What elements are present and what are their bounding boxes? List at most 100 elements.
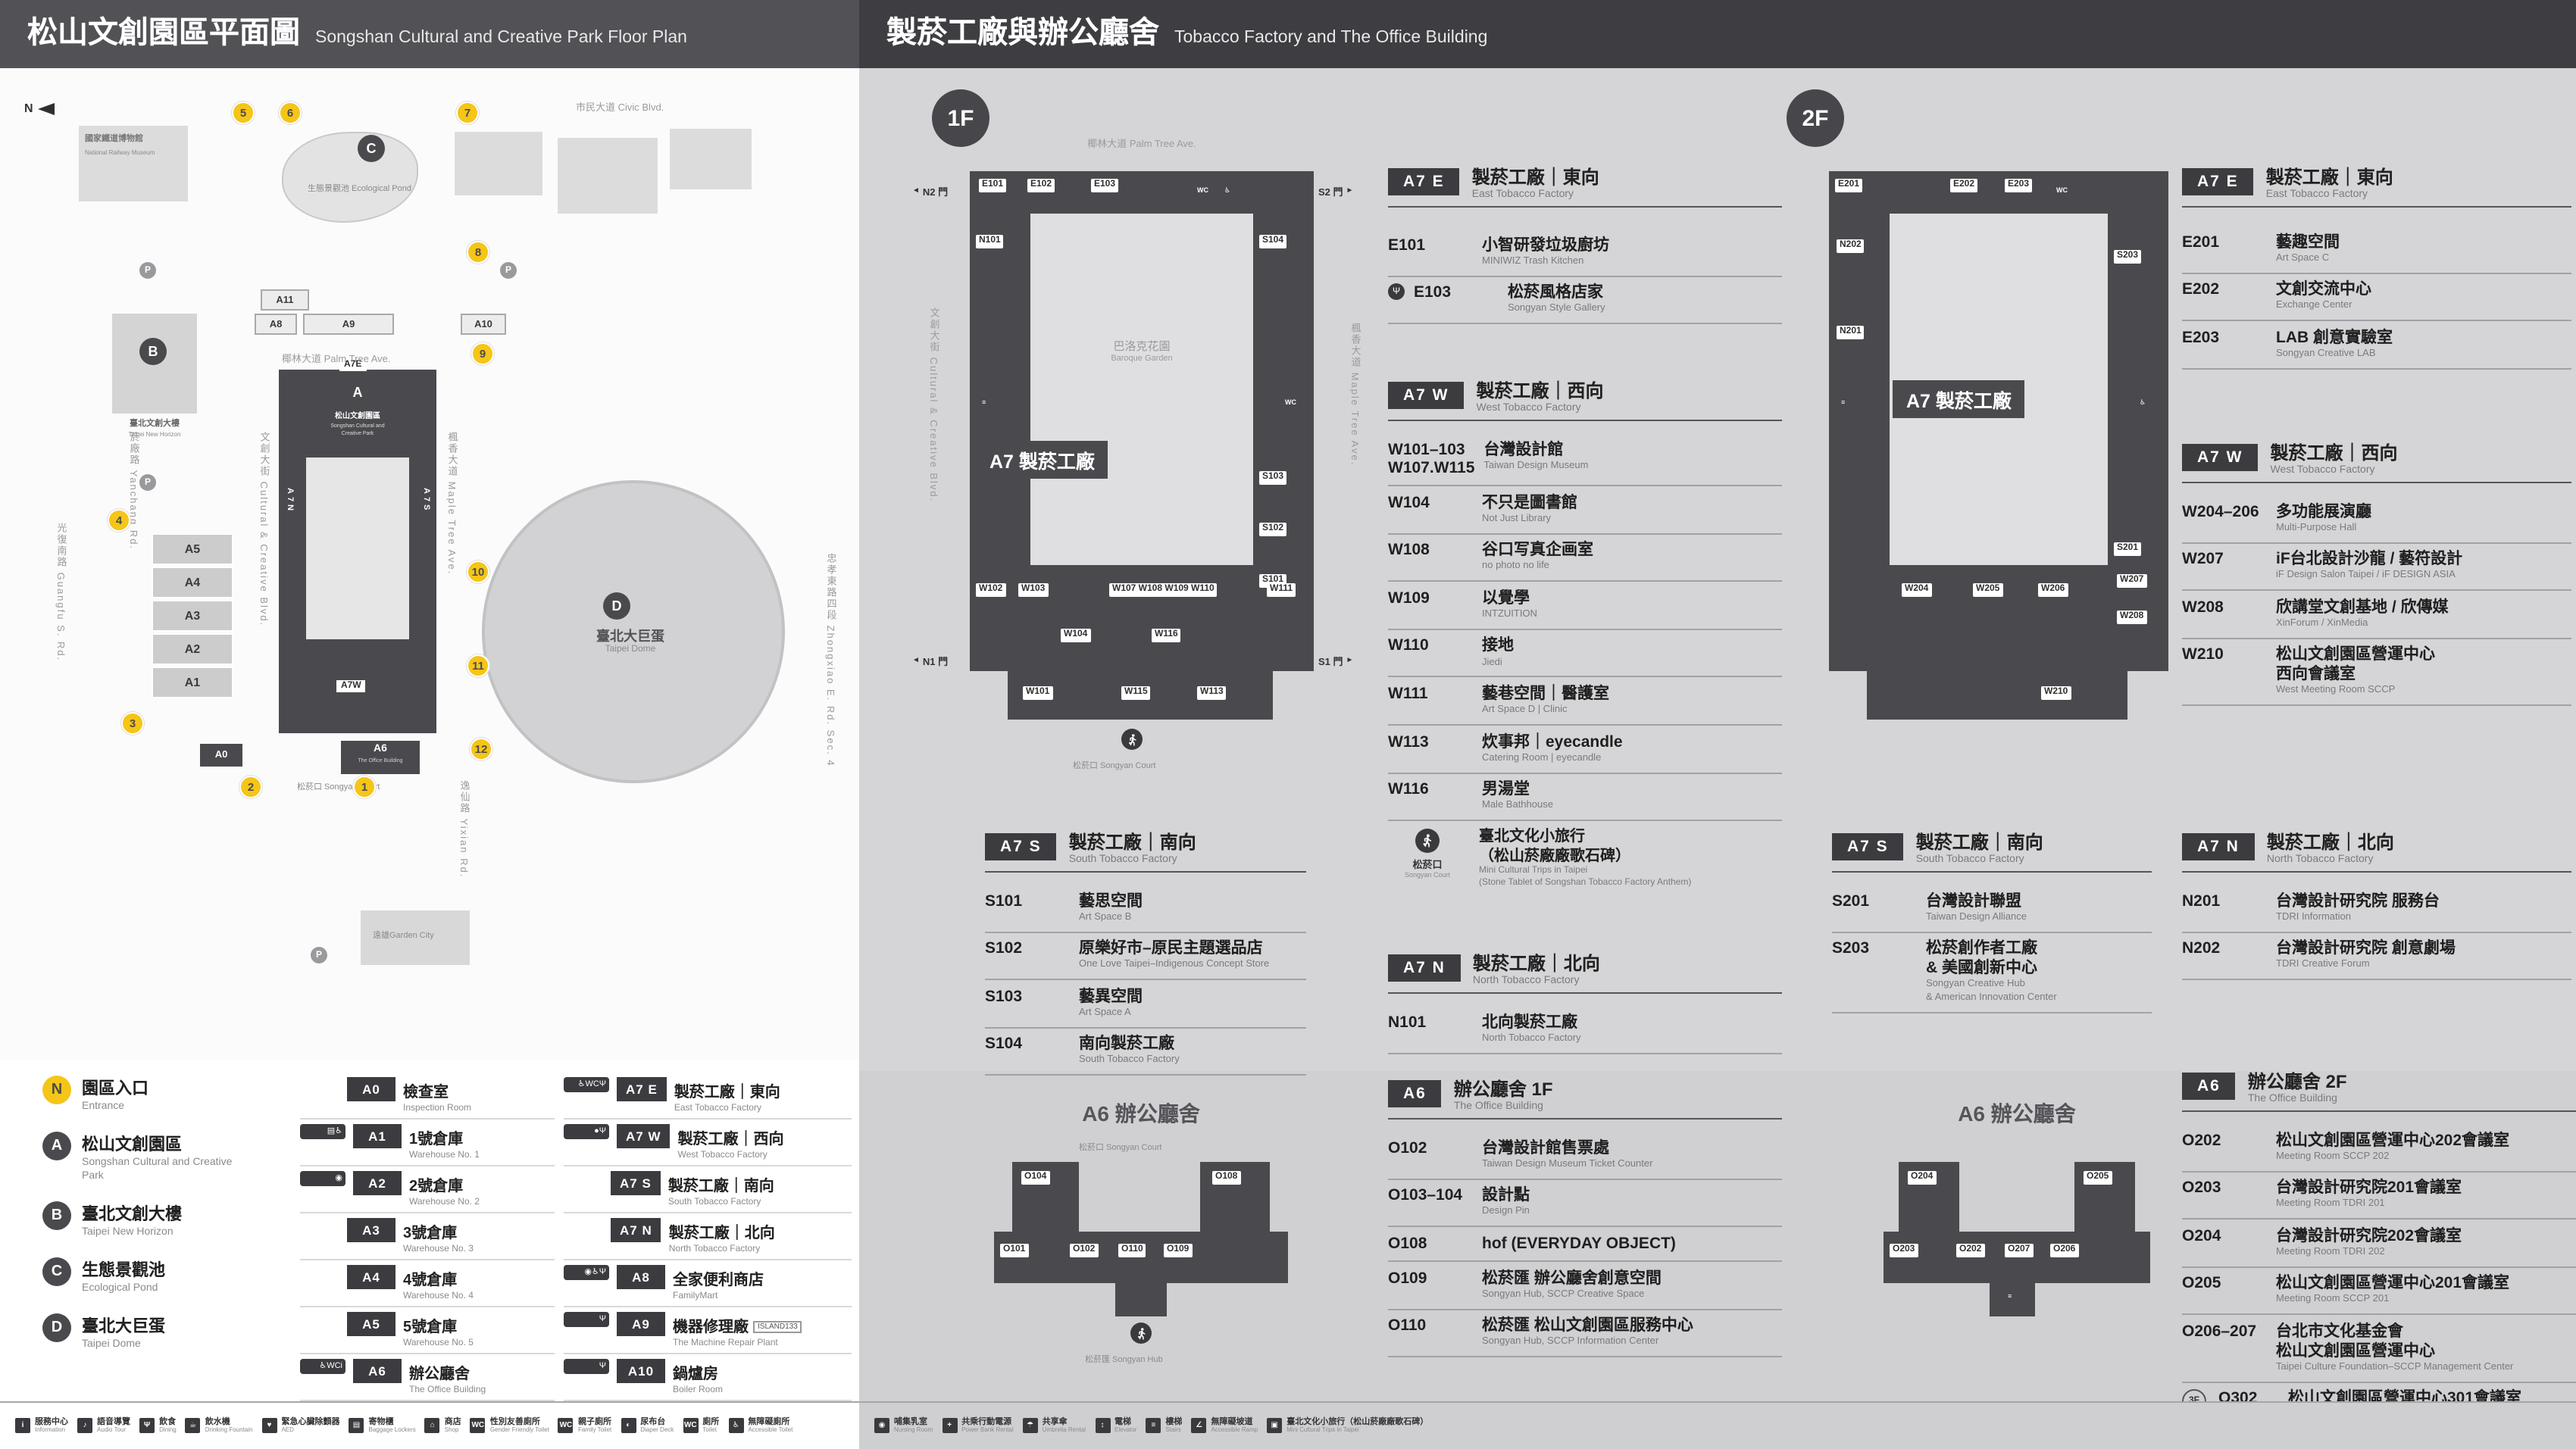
building-name-zh: 4號倉庫 [403,1273,458,1289]
left-title-en: Songshan Cultural and Creative Park Floo… [315,29,687,47]
amenity-item: WC 性別友善廁所 Gender Friendly Toilet [470,1417,549,1434]
building-name-zh: 機器修理廠 [673,1319,749,1336]
section-badge: A7 W [1388,382,1465,409]
gate-s1: S1 門► [1318,656,1354,668]
section-badge: A7 E [1388,168,1460,195]
building-code-badge: A5 [347,1312,395,1336]
amenity-item: WC 親子廁所 Family Toilet [558,1417,612,1434]
room-chip-s102: S102 [1259,523,1287,536]
room-code: O206–207 [2182,1322,2257,1341]
amenity-icon: i [15,1418,30,1434]
right-body: 1F 椰林大道 Palm Tree Ave. 巴洛克花園 Baroque Gar… [859,68,2576,1449]
room-code: W111 [1388,684,1428,703]
city-block [455,132,542,195]
entrance-5: 5 [232,101,255,124]
legend-zone-row: B 臺北文創大樓 Taipei New Horizon [42,1201,288,1240]
gate-n2: ◄N2 門 [912,186,949,198]
pedestrian-icon [1415,829,1440,853]
room-chip-w206: W206 [2038,583,2068,597]
building-name-zh: 1號倉庫 [409,1132,464,1148]
zone-name-en: Songshan Cultural and Creative Park [82,1157,233,1182]
legend-building-row: ●Ψ A7 W 製菸工廠｜西向 West Tobacco Factory [564,1120,852,1166]
room-chip-o202: O202 [1956,1244,1985,1257]
building-code-badge: A7 N [611,1218,661,1242]
office-1f-plan: A6 辦公廳舍 松菸口 Songyan Court O104 O108 O101… [985,1068,1297,1394]
room-chip-o108: O108 [1212,1171,1241,1185]
street-zhongxiao-rd: 忠孝東路四段 Zhongxiao E. Rd. Sec. 4 [824,553,835,767]
factory-1f-label: A7 製菸工廠 [976,441,1108,479]
parking-icon: P [311,947,327,963]
songyan-court-label: 松菸口 Songyan Court [1073,762,1156,771]
railway-museum-block: 國家鐵道博物館 National Railway Museum [79,126,188,201]
pedestrian-icon [1121,729,1143,750]
left-header: 松山文創園區平面圖 Songshan Cultural and Creative… [0,0,859,68]
parking-icon: P [139,262,156,279]
amenity-item: WC 廁所 Toilet [683,1417,720,1434]
room-chip-w208: W208 [2117,611,2147,624]
baroque-garden-label: 巴洛克花園 Baroque Garden [1111,339,1173,364]
room-chip-o110: O110 [1118,1244,1146,1257]
room-chip-w101: W101 [1023,686,1053,700]
room-chip-w102: W102 [976,583,1006,597]
room-code: W207 [2182,550,2224,569]
building-name-zh: 3號倉庫 [403,1226,458,1242]
entrance-6: 6 [279,101,302,124]
legend-zone-row: A 松山文創園區 Songshan Cultural and Creative … [42,1132,288,1183]
amenity-icon: ♥ [261,1418,277,1434]
street-civic-blvd: 市民大道 Civic Blvd. [576,103,664,114]
building-name-en: FamilyMart [673,1292,718,1301]
room-code: S203 [1832,939,1870,958]
building-code-badge: A4 [347,1265,395,1289]
warehouse-a4: A4 [152,567,233,598]
room-chip-n202: N202 [1837,239,1865,253]
north-arrow-icon [37,102,55,114]
building-code-badge: A9 [617,1312,665,1336]
room-row: O108 hof (EVERYDAY OBJECT) [1388,1227,1782,1263]
room-code: E203 [2182,328,2220,347]
building-name-en: Warehouse No. 5 [403,1339,474,1348]
factory-south-label: A7S [421,488,430,514]
park-map: N 國家鐵道博物館 National Railway Museum 生態景觀池 … [0,68,859,1060]
building-name-en: Warehouse No. 3 [403,1245,474,1254]
amenity-legend-bar: ◉ 哺集乳室 Nursing Room + 共乘行動電源 Power Bank … [859,1401,2576,1449]
zone-key-badge: C [42,1257,71,1287]
street-cc-blvd: 文創大街 Cultural & Creative Blvd. [258,432,268,627]
parking-icon: P [139,474,156,491]
legend-zone-row: N 園區入口 Entrance [42,1076,288,1113]
building-code-badge: A7 W [617,1124,671,1148]
room-chip-e101: E101 [979,179,1007,192]
room-code: S103 [985,987,1023,1006]
left-title-zh: 松山文創園區平面圖 [27,17,300,50]
map-legend: N 園區入口 Entrance A 松山文創園區 Songshan Cultur… [0,1060,859,1448]
room-chip-w104: W104 [1061,629,1091,642]
room-code: E103 [1414,283,1452,302]
amenity-icon: + [942,1418,958,1434]
entrance-3: 3 [121,712,144,735]
legend-building-row: A0 檢查室 Inspection Room [300,1073,555,1120]
row-amenity-icons: Ψ [564,1359,609,1374]
building-code-badge: A7 S [611,1171,661,1195]
stairs-icon: ≡ [2008,1292,2012,1300]
zone-key-badge: D [42,1313,71,1343]
room-code: S101 [985,892,1023,910]
tobacco-factory-block: A 松山文創園區 Songshan Cultural and Creative … [279,359,436,733]
room-chip-s201: S201 [2114,542,2142,556]
floorplan-1f: 巴洛克花園 Baroque Garden A7 製菸工廠 E101 E102 E… [912,156,1359,788]
amenity-icon: ☂ [1022,1418,1038,1434]
room-code: S201 [1832,892,1870,910]
room-code: W113 [1388,732,1429,751]
entrance-12: 12 [470,738,492,760]
room-chip-o203: O203 [1890,1244,1918,1257]
floorplan-2f: A7 製菸工廠 E201 E202 E203 N202 N201 S203 S2… [1829,156,2168,788]
building-name-en: The Office Building [409,1386,486,1395]
factory-courtyard [306,457,409,639]
